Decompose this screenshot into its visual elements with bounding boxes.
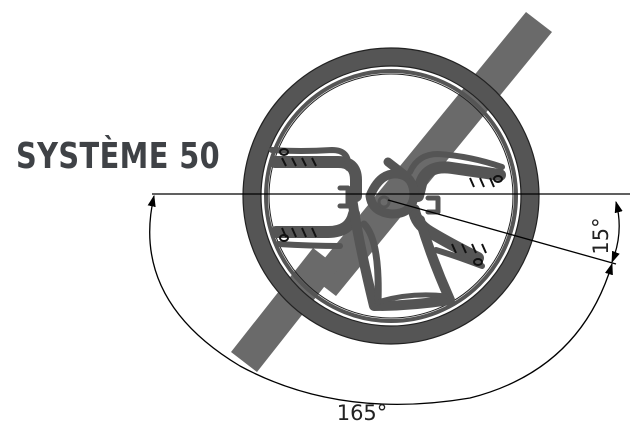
angle-165-label: 165° <box>337 401 388 425</box>
system-title: SYSTÈME 50 <box>16 136 221 177</box>
dimension-lines <box>147 193 630 405</box>
angle-15-label: 15° <box>589 217 613 254</box>
